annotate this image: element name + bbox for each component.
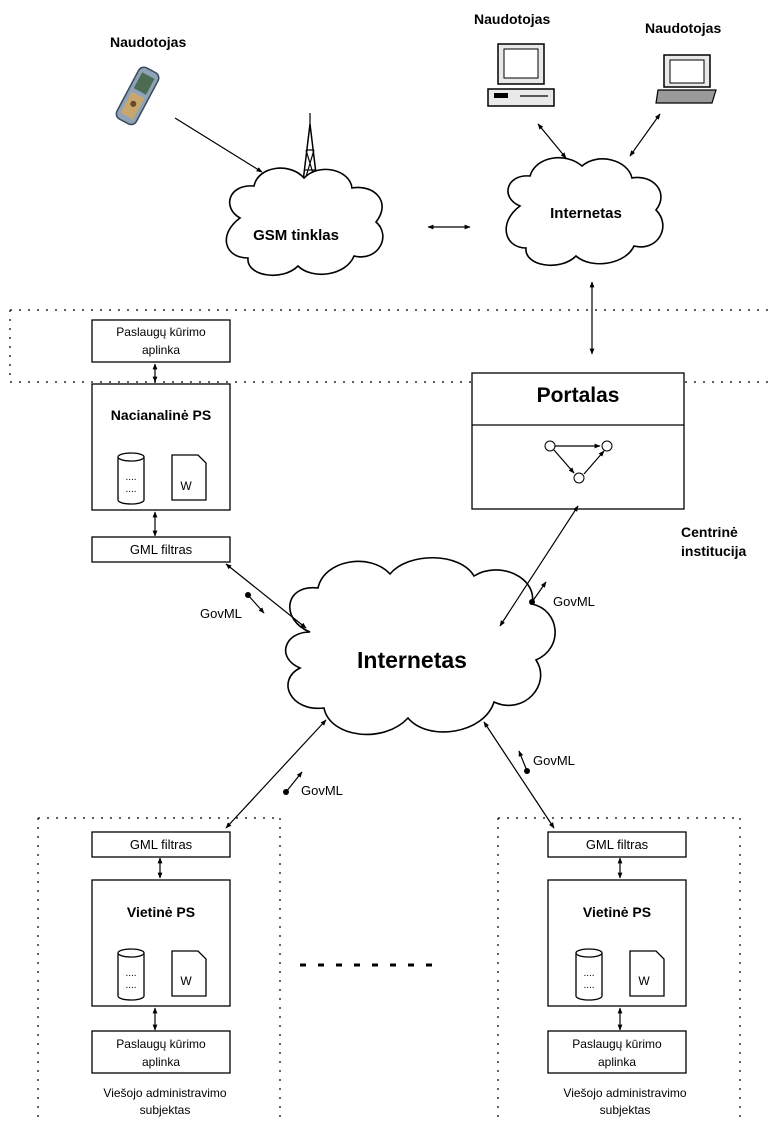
national-ps-box (91, 383, 231, 511)
svg-text:....: .... (583, 980, 594, 991)
local-left-ps-title: Vietinė PS (127, 904, 195, 920)
local-right-subject-line1: Viešojo administravimo (563, 1086, 686, 1100)
gsm-network-cloud (225, 167, 384, 276)
svg-text:W: W (180, 974, 192, 988)
local-right-ps-title: Vietinė PS (583, 904, 651, 920)
mobile-to-gsm-line (174, 117, 263, 173)
portal-internet-arrow (499, 505, 579, 627)
local-right-service-env-line1: Paslaugų kūrimo (572, 1037, 662, 1051)
local-right-database-icon: .... .... (575, 948, 603, 1001)
local-left-subject-line2: subjektas (140, 1103, 191, 1117)
portal-title: Portalas (537, 384, 620, 407)
govml-bottom-left-label: GovML (301, 783, 343, 798)
govml-left-message-icon (245, 592, 265, 614)
govml-bottom-right-label: GovML (533, 753, 575, 768)
pc2-internet-arrow (629, 113, 661, 157)
local-right-subject-line2: subjektas (600, 1103, 651, 1117)
internet-top-cloud (505, 157, 664, 266)
internet-top-label: Internetas (550, 205, 622, 222)
national-ps-title: Nacianalinė PS (111, 407, 211, 423)
internet-main-label: Internetas (357, 647, 467, 673)
local-left-database-icon: .... .... (117, 948, 145, 1001)
govml-right-message-icon (529, 581, 547, 605)
govml-bottom-left-message-icon (283, 771, 303, 795)
local-right-service-env-line2: aplinka (598, 1055, 636, 1069)
workflow-graph-icon (544, 440, 613, 484)
central-institution-line1: Centrinė (681, 524, 738, 540)
svg-text:....: .... (125, 980, 136, 991)
pc1-internet-arrow (537, 123, 567, 159)
portal-box (471, 372, 685, 510)
svg-text:W: W (638, 974, 650, 988)
internet-local-left-arrow (225, 719, 327, 829)
svg-text:....: .... (125, 968, 136, 979)
local-right-gml-filter-box (547, 831, 687, 858)
local-left-gml-filter-box (91, 831, 231, 858)
gsm-network-label: GSM tinklas (253, 227, 339, 244)
desktop-computer-icon (487, 43, 555, 107)
local-left-ps-box (91, 879, 231, 1007)
mobile-user-label: Naudotojas (110, 34, 186, 50)
national-database-icon: .... .... (117, 452, 145, 505)
local-left-subject-line1: Viešojo administravimo (103, 1086, 226, 1100)
local-right-ps-box (547, 879, 687, 1007)
national-document-icon: W (171, 454, 207, 501)
local-right-document-icon: W (629, 950, 665, 997)
national-filter-internet-arrow (225, 563, 307, 629)
central-institution-line2: institucija (681, 543, 747, 559)
local-left-service-env-box (91, 1030, 231, 1074)
local-left-service-env-line2: aplinka (142, 1055, 180, 1069)
mobile-phone-icon (115, 66, 160, 126)
local-right-service-env-box (547, 1030, 687, 1074)
govml-right-label: GovML (553, 594, 595, 609)
local-left-document-icon: W (171, 950, 207, 997)
central-institution-border (9, 309, 775, 383)
national-service-env-line1: Paslaugų kūrimo (116, 325, 206, 339)
pc-user-2-label: Naudotojas (645, 20, 721, 36)
internet-local-right-arrow (483, 721, 555, 829)
local-right-gml-filter-label: GML filtras (586, 837, 649, 852)
national-service-env-line2: aplinka (142, 343, 180, 357)
national-gml-filter-box (91, 536, 231, 563)
laptop-computer-icon (655, 54, 717, 104)
pc-user-1-label: Naudotojas (474, 11, 550, 27)
local-left-gml-filter-label: GML filtras (130, 837, 193, 852)
svg-text:....: .... (583, 968, 594, 979)
govml-bottom-right-message-icon (518, 750, 530, 774)
svg-text:....: .... (125, 472, 136, 483)
local-left-service-env-line1: Paslaugų kūrimo (116, 1037, 206, 1051)
national-service-env-box (91, 319, 231, 363)
svg-text:....: .... (125, 484, 136, 495)
national-gml-filter-label: GML filtras (130, 542, 193, 557)
govml-left-label: GovML (200, 606, 242, 621)
internet-main-cloud (284, 557, 556, 736)
svg-text:W: W (180, 479, 192, 493)
